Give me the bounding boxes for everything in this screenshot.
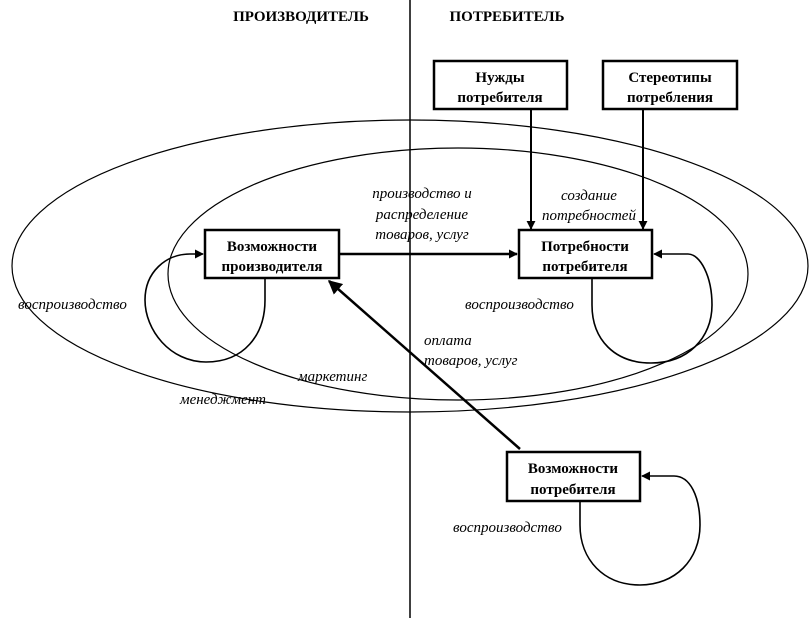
producer-capabilities-box: Возможности производителя bbox=[203, 228, 341, 280]
consumer-capabilities-line-1: Возможности bbox=[528, 461, 619, 477]
producer-capabilities-line-2: производителя bbox=[221, 259, 322, 275]
needs-box: Нужды потребителя bbox=[432, 59, 569, 111]
consumer-reproduction-loop bbox=[579, 471, 701, 586]
header-consumer: ПОТРЕБИТЕЛЬ bbox=[450, 9, 565, 25]
consumer-requirements-line-2: потребителя bbox=[542, 259, 627, 275]
header-producer: ПРОИЗВОДИТЕЛЬ bbox=[233, 9, 369, 25]
requirements-reproduction-label: воспроизводство bbox=[465, 297, 574, 313]
creation-label-line-1: создание bbox=[561, 188, 617, 204]
producer-capabilities-line-1: Возможности bbox=[227, 239, 318, 255]
consumer-requirements-line-1: Потребности bbox=[541, 239, 629, 255]
needs-box-line-1: Нужды bbox=[475, 70, 524, 86]
production-label-line-3: товаров, услуг bbox=[375, 227, 469, 243]
management-ellipse bbox=[11, 119, 809, 413]
marketing-ellipse bbox=[167, 147, 749, 401]
payment-label: оплата товаров, услуг bbox=[424, 333, 518, 369]
consumer-requirements-box: Потребности потребителя bbox=[517, 228, 654, 280]
stereotypes-box-line-1: Стереотипы bbox=[628, 70, 712, 86]
production-label-line-1: производство и bbox=[372, 186, 472, 202]
payment-arrow bbox=[327, 280, 521, 450]
consumer-reproduction-label: воспроизводство bbox=[453, 520, 562, 536]
consumer-capabilities-line-2: потребителя bbox=[530, 482, 615, 498]
creation-label: создание потребностей bbox=[542, 188, 636, 224]
stereotypes-box-line-2: потребления bbox=[627, 90, 713, 106]
producer-reproduction-label: воспроизводство bbox=[18, 297, 127, 313]
requirements-reproduction-loop bbox=[591, 249, 713, 364]
production-label-line-2: распределение bbox=[375, 207, 469, 223]
creation-label-line-2: потребностей bbox=[542, 208, 636, 224]
production-label: производство и распределение товаров, ус… bbox=[372, 186, 472, 243]
producer-reproduction-loop bbox=[144, 249, 266, 363]
needs-box-line-2: потребителя bbox=[457, 90, 542, 106]
stereotypes-box: Стереотипы потребления bbox=[601, 59, 739, 111]
consumer-capabilities-box: Возможности потребителя bbox=[505, 450, 642, 503]
payment-label-line-1: оплата bbox=[424, 333, 472, 349]
payment-label-line-2: товаров, услуг bbox=[424, 353, 518, 369]
marketing-label: маркетинг bbox=[297, 369, 367, 385]
management-label: менеджмент bbox=[179, 392, 266, 408]
